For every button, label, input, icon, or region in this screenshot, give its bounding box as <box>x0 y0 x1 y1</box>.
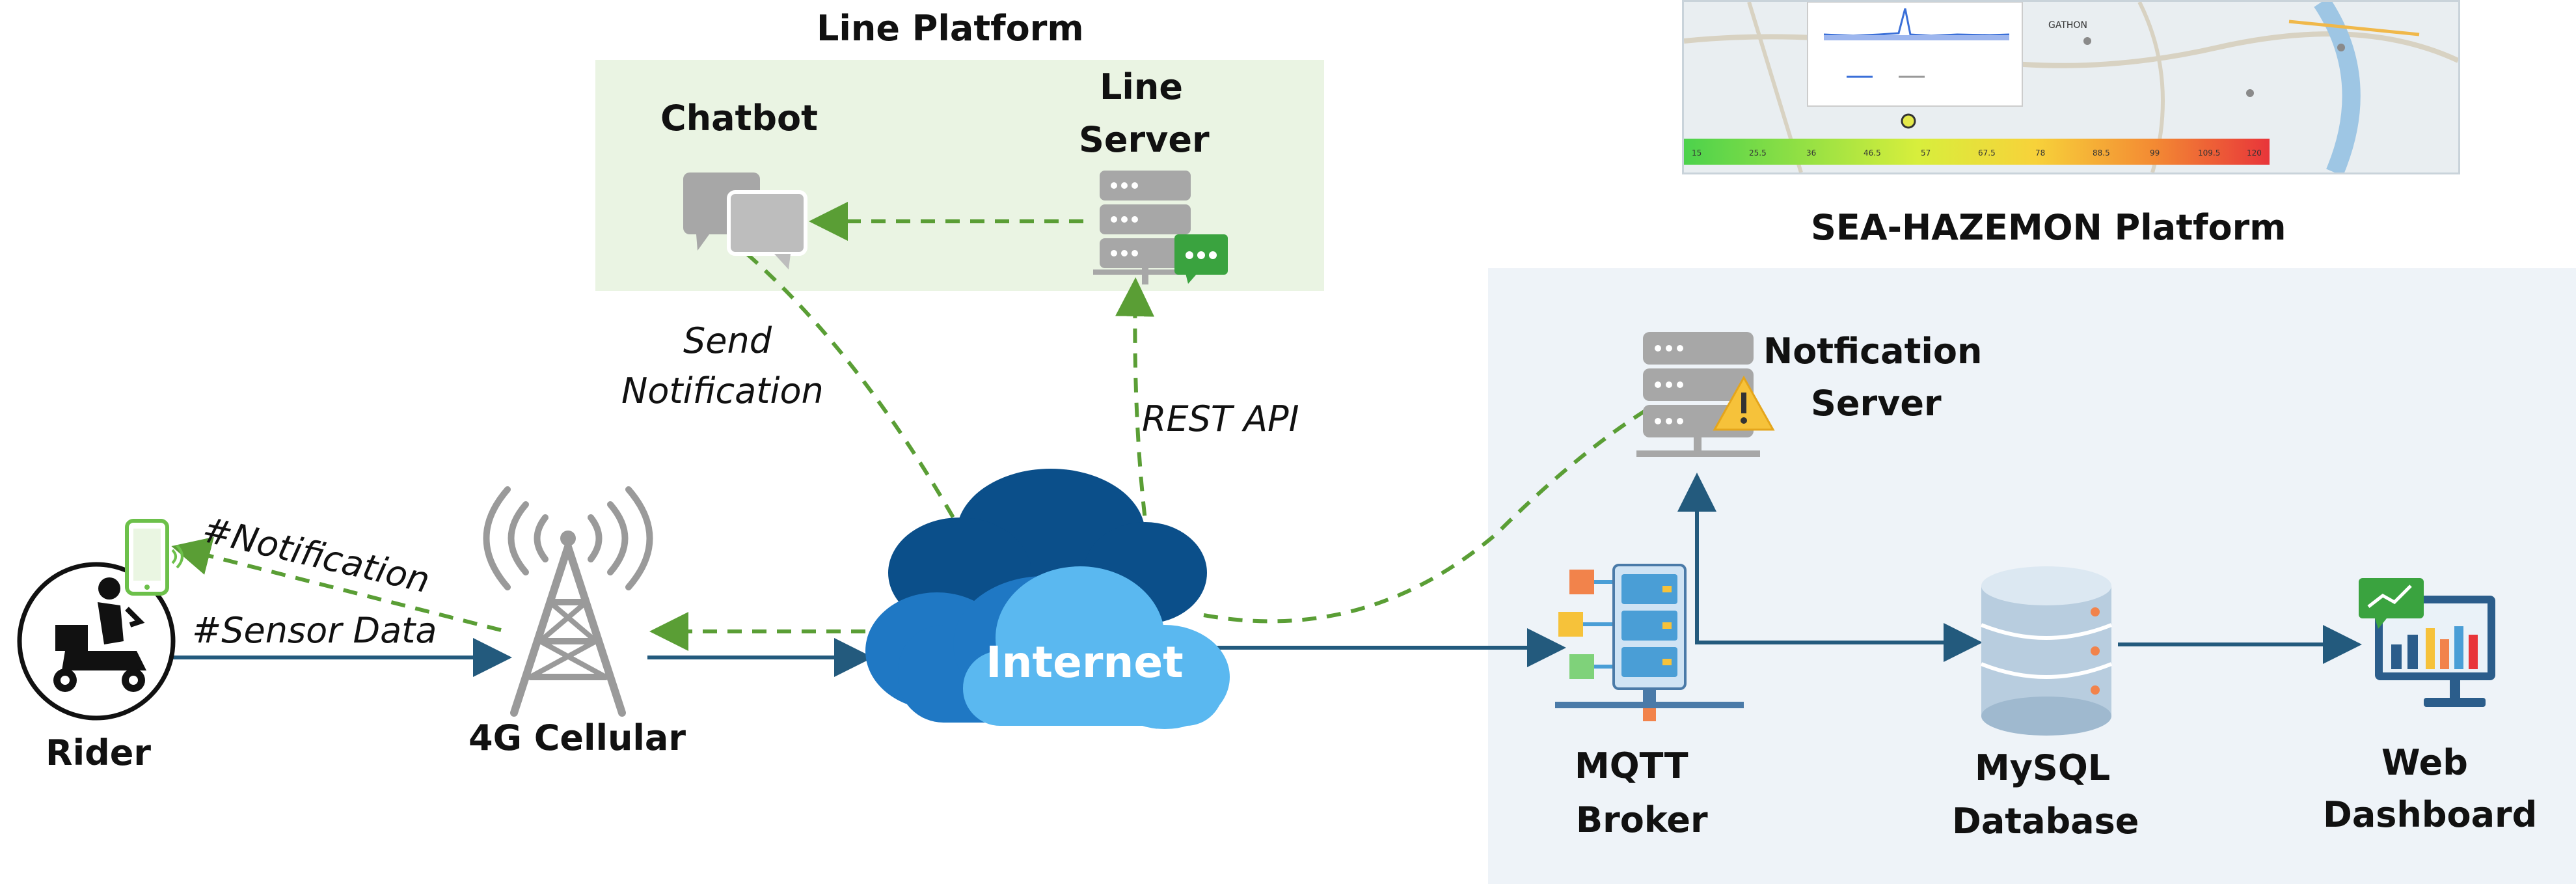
line-server-icon <box>1093 171 1228 284</box>
internet-cloud-icon <box>865 469 1230 729</box>
web-dashboard-label-line1: Web <box>2381 742 2468 783</box>
mysql-database-label-line1: MySQL <box>1975 747 2111 788</box>
mysql-database-icon <box>1980 566 2113 736</box>
mqtt-broker-label-line2: Broker <box>1576 799 1708 840</box>
edge-tower-to-phone <box>171 536 502 632</box>
legend-tick-10: 120 <box>2247 148 2262 158</box>
legend-tick-9: 109.5 <box>2198 148 2220 158</box>
connectors <box>171 202 2362 677</box>
legend-tick-4: 57 <box>1921 148 1931 158</box>
map-place-label: GATHON <box>2048 20 2087 31</box>
legend-tick-3: 46.5 <box>1864 148 1881 158</box>
legend-tick-6: 78 <box>2035 148 2045 158</box>
cellular-label: 4G Cellular <box>468 717 686 758</box>
edge-chatbot-to-internet <box>746 252 980 566</box>
send-notification-label-line1: Send <box>683 320 772 361</box>
map-preview: 15 25.5 36 46.5 57 67.5 78 88.5 99 109.5… <box>1682 0 2460 174</box>
phone-icon <box>125 519 183 596</box>
send-notification-label-line2: Notification <box>621 370 824 411</box>
legend-tick-7: 88.5 <box>2093 148 2110 158</box>
web-dashboard-icon <box>2359 578 2495 707</box>
web-dashboard-label-line2: Dashboard <box>2323 794 2538 835</box>
legend-tick-0: 15 <box>1692 148 1702 158</box>
mysql-database-label-line2: Database <box>1952 801 2139 842</box>
notification-server-icon <box>1636 332 1775 457</box>
legend-tick-2: 36 <box>1806 148 1816 158</box>
rider-label: Rider <box>46 732 151 773</box>
internet-label: Internet <box>986 637 1184 687</box>
notification-server-label-line1: Notfication <box>1763 331 1983 372</box>
sea-hazemon-title: SEA-HAZEMON Platform <box>1811 207 2286 248</box>
legend-tick-1: 25.5 <box>1749 148 1767 158</box>
line-platform-title: Line Platform <box>817 8 1084 49</box>
line-server-label-line1: Line <box>1100 66 1183 107</box>
chatbot-label: Chatbot <box>660 98 818 139</box>
mqtt-broker-icon <box>1555 564 1744 721</box>
map-preview-image: 15 25.5 36 46.5 57 67.5 78 88.5 99 109.5… <box>1684 2 2458 173</box>
legend-tick-8: 99 <box>2150 148 2160 158</box>
sensor-data-tag-label: #Sensor Data <box>192 610 437 651</box>
legend-tick-5: 67.5 <box>1978 148 1996 158</box>
cell-tower-icon <box>483 486 653 717</box>
chatbot-icon <box>683 173 807 269</box>
rest-api-label: REST API <box>1142 398 1299 439</box>
mqtt-broker-label-line1: MQTT <box>1575 745 1688 786</box>
line-server-label-line2: Server <box>1079 119 1210 160</box>
rider-icon <box>17 562 176 721</box>
notification-server-label-line2: Server <box>1811 383 1942 424</box>
